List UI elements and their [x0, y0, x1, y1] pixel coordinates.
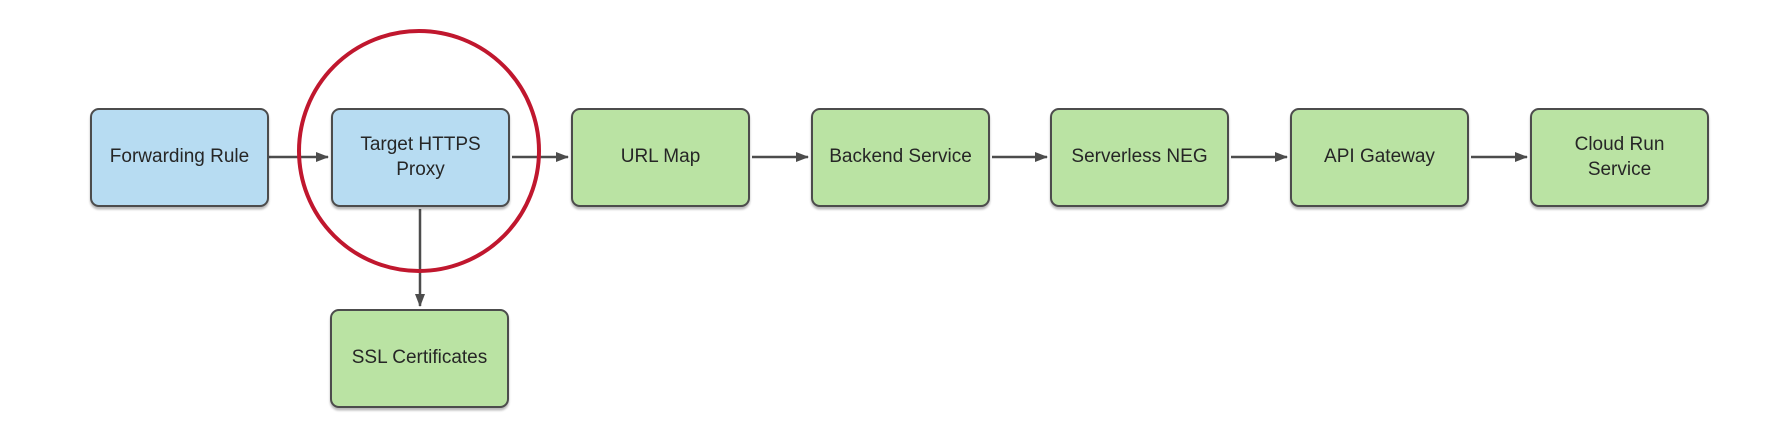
node-cloud-run-service: Cloud Run Service: [1530, 108, 1709, 207]
node-label: SSL Certificates: [351, 347, 488, 369]
node-target-https-proxy: Target HTTPS Proxy: [331, 108, 510, 207]
node-label: Forwarding Rule: [109, 146, 250, 168]
node-backend-service: Backend Service: [811, 108, 990, 207]
node-label: Serverless NEG: [1071, 146, 1208, 168]
node-url-map: URL Map: [571, 108, 750, 207]
node-forwarding-rule: Forwarding Rule: [90, 108, 269, 207]
node-ssl-certificates: SSL Certificates: [330, 309, 509, 408]
node-api-gateway: API Gateway: [1290, 108, 1469, 207]
node-label: Backend Service: [829, 146, 972, 168]
node-label: Target HTTPS Proxy: [360, 134, 481, 180]
highlight-circle: [297, 29, 541, 273]
node-serverless-neg: Serverless NEG: [1050, 108, 1229, 207]
node-label: API Gateway: [1324, 146, 1435, 168]
node-label: Cloud Run Service: [1574, 134, 1665, 180]
node-label: URL Map: [620, 146, 701, 168]
